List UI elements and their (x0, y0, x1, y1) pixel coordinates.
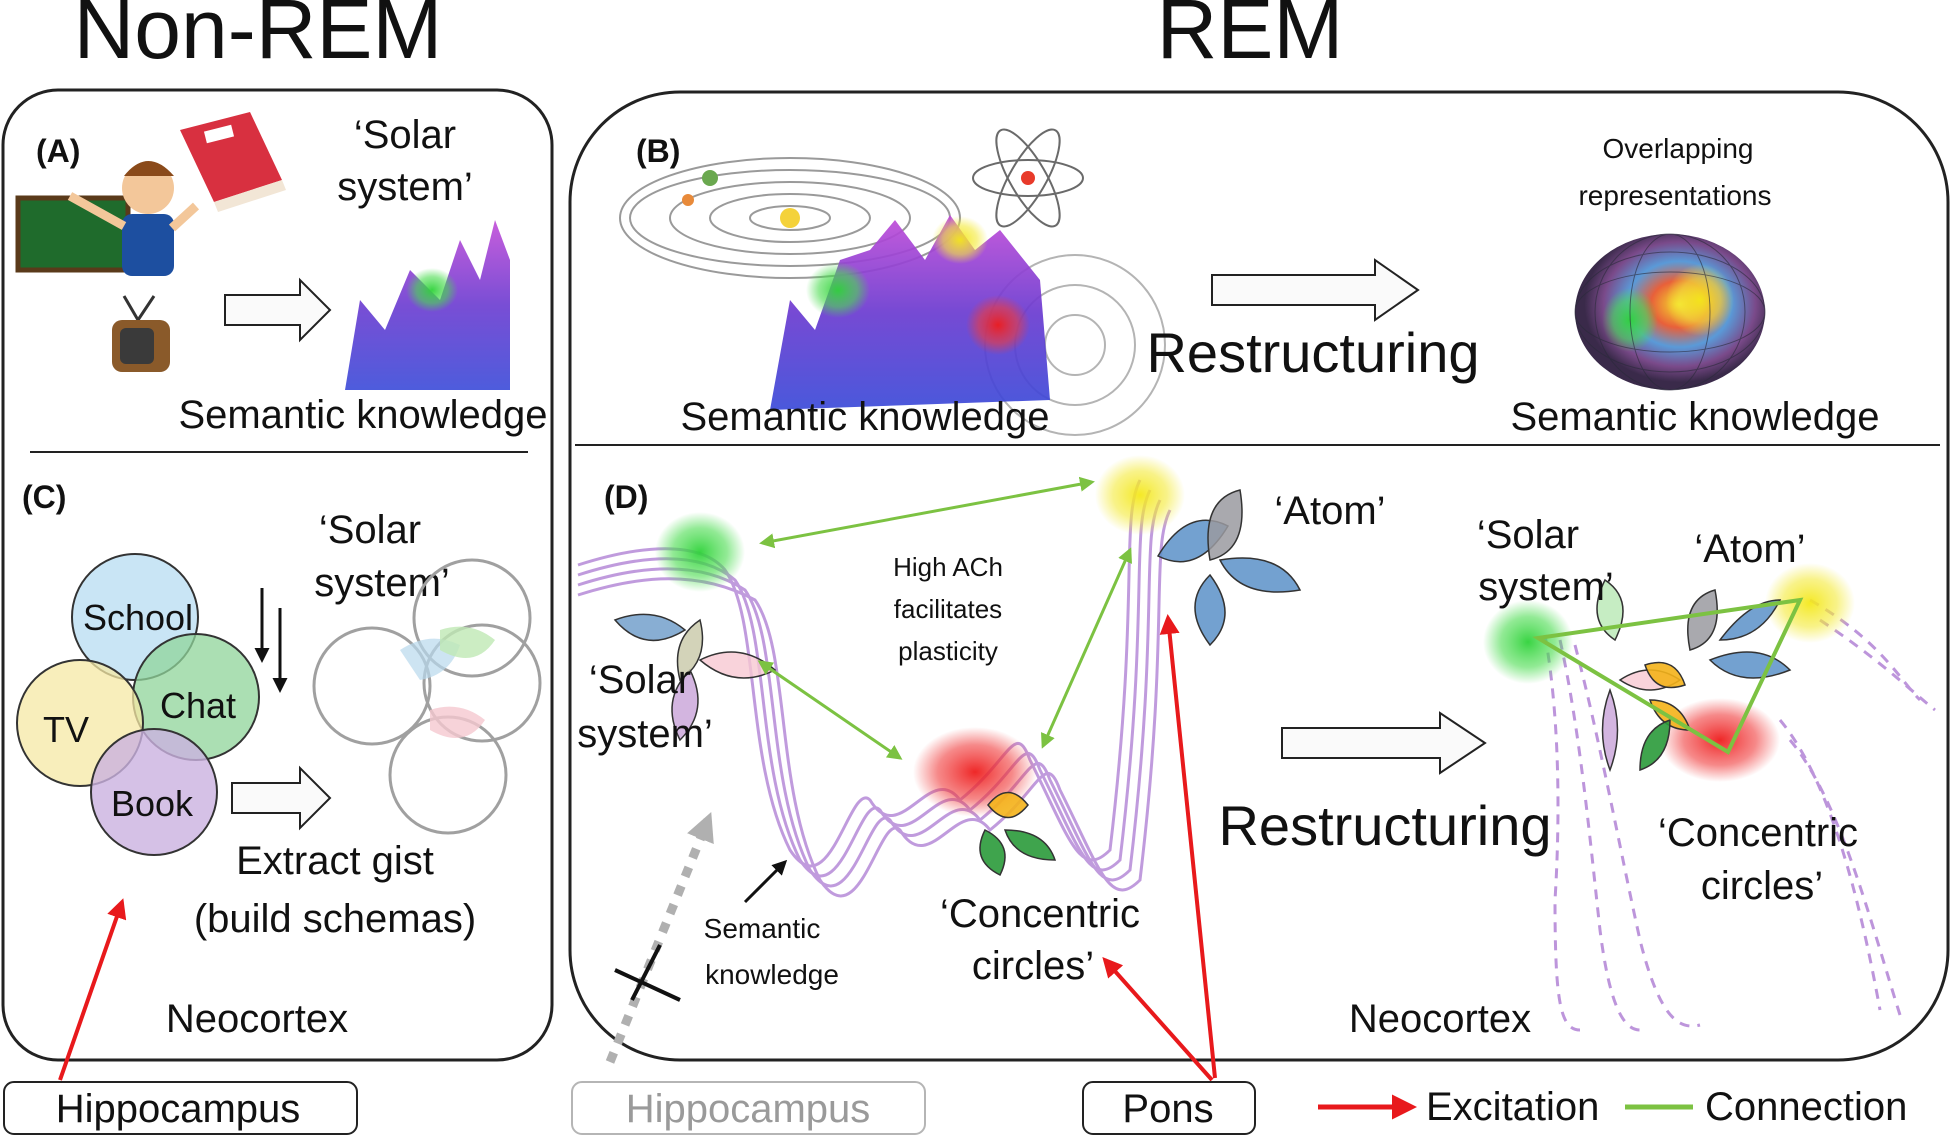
pons-to-concentric-arrow (1102, 957, 1214, 1082)
ach-line1: High ACh (893, 552, 1003, 582)
panel-a-landscape (345, 220, 510, 390)
block-x-stroke-a (614, 968, 681, 1002)
panel-d-letter: (D) (604, 479, 648, 515)
venn-book-label: Book (111, 783, 194, 824)
panel-c-letter: (C) (22, 479, 66, 515)
sem-knowledge-pointer (743, 859, 788, 904)
panel-c-concept-line2: system’ (314, 561, 450, 605)
d-atom-label: ‘Atom’ (1274, 489, 1385, 533)
panel-c-concept-line1: ‘Solar (319, 508, 421, 552)
panel-a-arrow (224, 277, 332, 343)
panel-b-caption-left: Semantic knowledge (680, 395, 1049, 439)
venn-diagram (16, 553, 260, 856)
solar-system-orbits (619, 157, 961, 279)
panel-a-caption: Semantic knowledge (178, 393, 547, 437)
overlap-ball (1574, 233, 1766, 391)
hippocampus-box-left (3, 1081, 358, 1135)
panel-a-concept-line2: system’ (337, 165, 473, 209)
teacher-illustration (15, 161, 200, 276)
green-link-solar-atom (759, 476, 1095, 549)
panel-b-caption-right: Semantic knowledge (1510, 395, 1879, 439)
d-solar-line1: ‘Solar (589, 658, 691, 702)
nonrem-panel-box (1, 88, 554, 1062)
ach-line2: facilitates (894, 594, 1002, 624)
hippocampus-left-label: Hippocampus (56, 1087, 301, 1131)
venn-chat-label: Chat (160, 685, 236, 726)
nonrem-heading: Non-REM (74, 0, 443, 76)
panel-a-concept-line1: ‘Solar (354, 113, 456, 157)
d-concentric-petals (979, 791, 1057, 877)
panel-a-letter: (A) (36, 133, 80, 169)
d-atom-petals (1156, 489, 1302, 647)
d-sem-line1: Semantic (704, 913, 821, 944)
hippocampus-box-right (571, 1081, 926, 1135)
d2-conc-line2: circles’ (1701, 864, 1823, 908)
d-solar-petals (613, 613, 777, 742)
green-link-atom-concentric (1041, 547, 1132, 749)
schema-circles (312, 558, 542, 835)
rem-panel-box (568, 90, 1950, 1062)
d2-atom-label: ‘Atom’ (1694, 527, 1805, 571)
rem-heading: REM (1157, 0, 1344, 76)
panel-c-arrow (231, 765, 332, 831)
d-conc-line1: ‘Concentric (940, 892, 1140, 936)
panel-b-overlap-line2: representations (1578, 180, 1771, 211)
panel-d-region: Neocortex (1349, 997, 1531, 1041)
pons-box (1082, 1081, 1256, 1135)
venn-school-label: School (83, 597, 193, 638)
pons-label: Pons (1122, 1087, 1213, 1131)
tv-icon (112, 295, 170, 372)
atom-icon (972, 128, 1084, 228)
blocked-hippocampal-input (605, 811, 714, 1064)
block-x-stroke-b (630, 944, 662, 1001)
d-conc-line2: circles’ (972, 944, 1094, 988)
d2-solar-line2: system’ (1478, 565, 1614, 609)
ach-line3: plasticity (898, 636, 998, 666)
legend-connection-label: Connection (1705, 1085, 1907, 1129)
panel-b-arrow (1211, 258, 1420, 322)
venn-tv-label: TV (43, 709, 89, 750)
panel-c-gist-line2: (build schemas) (194, 897, 476, 941)
legend-excitation-label: Excitation (1426, 1085, 1599, 1129)
d-solar-line2: system’ (577, 712, 713, 756)
panel-d-arrow (1281, 711, 1487, 775)
d-solar-blob (655, 512, 745, 592)
panel-c-region: Neocortex (166, 997, 348, 1041)
panel-b-overlap-line1: Overlapping (1603, 133, 1754, 164)
panel-b-restructuring: Restructuring (1146, 321, 1479, 384)
restructured-network (1483, 563, 1936, 1032)
green-link-solar-concentric (757, 660, 903, 760)
hippocampus-to-neocortex-arrow (58, 898, 127, 1081)
d2-conc-line1: ‘Concentric (1658, 811, 1858, 855)
panel-d-restructuring: Restructuring (1218, 794, 1551, 857)
d2-solar-line1: ‘Solar (1477, 513, 1579, 557)
wave-bundle (577, 479, 1172, 898)
pons-to-atom-arrow (1159, 614, 1217, 1079)
panel-b-landscape (770, 215, 1050, 410)
panel-b-letter: (B) (636, 133, 680, 169)
hippocampus-right-label: Hippocampus (626, 1087, 871, 1131)
panel-c-gist-line1: Extract gist (236, 839, 434, 883)
d-sem-line2: knowledge (705, 959, 839, 990)
book-icon (180, 112, 286, 212)
d-atom-blob (1095, 455, 1185, 535)
